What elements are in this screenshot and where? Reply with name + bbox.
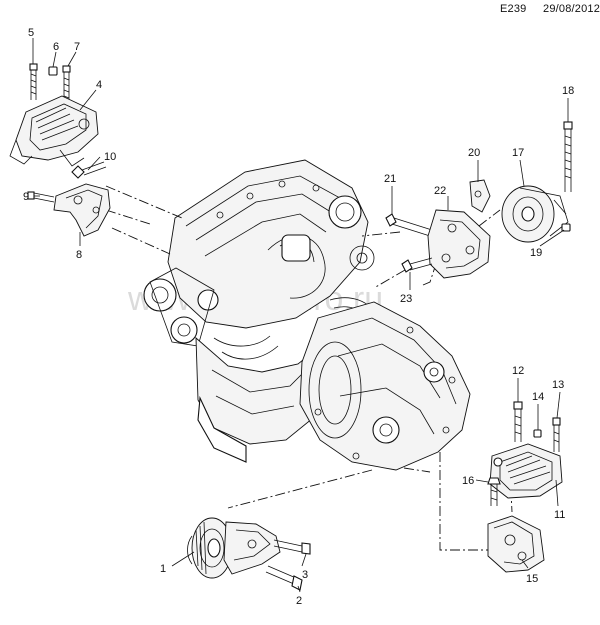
bolt-part-2 [265, 565, 303, 591]
callout-4: 4 [96, 79, 102, 91]
diagram-code: E239 [500, 3, 527, 15]
bracket-part-15 [487, 515, 545, 573]
engine-gearbox-assembly [143, 159, 471, 471]
nut-part-6 [48, 66, 58, 76]
engine-mount-part-4 [9, 95, 99, 167]
bolt-part-23 [401, 257, 433, 273]
callout-21: 21 [384, 173, 396, 185]
callout-1: 1 [160, 563, 166, 575]
engine-mount-part-17 [501, 185, 569, 243]
bracket-part-8 [53, 183, 111, 237]
callout-9: 9 [23, 191, 29, 203]
callout-labels: 5 6 7 4 10 9 8 18 20 17 19 21 22 23 12 1… [23, 27, 574, 607]
callout-22: 22 [434, 185, 446, 197]
callout-5: 5 [28, 27, 34, 39]
bolt-part-18 [563, 121, 573, 192]
bolt-part-9 [27, 191, 55, 203]
callout-14: 14 [532, 391, 544, 403]
right-lower-mount-group [487, 401, 563, 573]
bolt-part-12 [513, 401, 523, 442]
nut-part-19 [561, 223, 571, 232]
left-mount-group [9, 63, 111, 237]
callout-23: 23 [400, 293, 412, 305]
bolt-part-10 [71, 161, 107, 179]
bolt-part-3 [273, 539, 311, 555]
callout-12: 12 [512, 365, 524, 377]
bolt-part-21 [385, 213, 433, 237]
bolt-part-16 [487, 477, 501, 506]
diagram-date: 29/08/2012 [543, 3, 600, 15]
callout-16: 16 [462, 475, 474, 487]
callout-18: 18 [562, 85, 574, 97]
heat-shield-part-20 [469, 179, 491, 213]
callout-3: 3 [302, 569, 308, 581]
engine-mount-part-11 [489, 443, 563, 499]
callout-8: 8 [76, 249, 82, 261]
callout-10: 10 [104, 151, 116, 163]
nut-part-14 [533, 429, 542, 438]
callout-6: 6 [53, 41, 59, 53]
callout-2: 2 [296, 595, 302, 607]
bracket-part-22 [427, 209, 491, 279]
callout-15: 15 [526, 573, 538, 585]
callout-19: 19 [530, 247, 542, 259]
callout-11: 11 [554, 509, 565, 521]
bolt-part-5 [29, 63, 38, 100]
callout-17: 17 [512, 147, 524, 159]
rear-mount-group [187, 517, 311, 591]
callout-20: 20 [468, 147, 480, 159]
engine-mount-part-1 [187, 517, 281, 579]
callout-leader-lines [32, 38, 569, 593]
bolt-part-13 [552, 417, 561, 452]
callout-13: 13 [552, 379, 564, 391]
right-upper-mount-group [385, 121, 573, 279]
callout-7: 7 [74, 41, 80, 53]
